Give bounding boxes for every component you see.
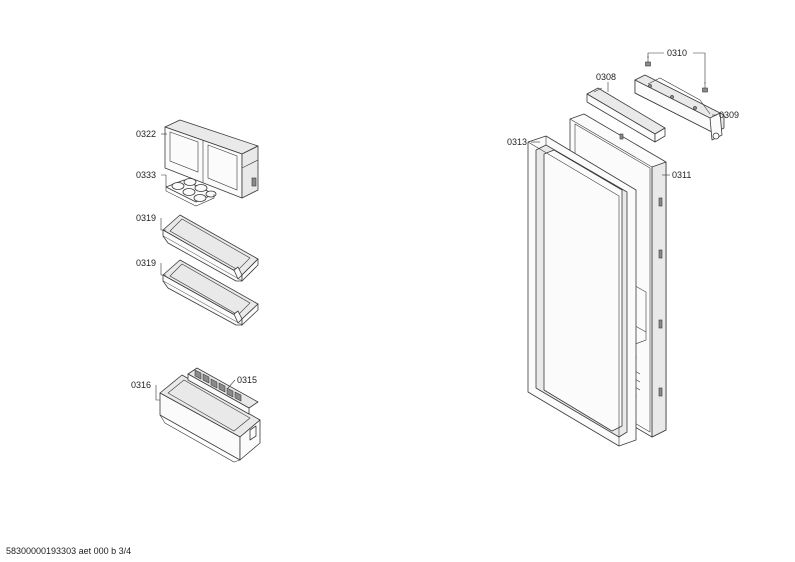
- callout-label-0319-lower: 0319: [136, 258, 156, 268]
- callout-label-0319-upper: 0319: [136, 213, 156, 223]
- part-door-gasket[interactable]: [527, 135, 637, 447]
- callout-0311: 0311: [662, 170, 691, 180]
- callout-0308: 0308: [596, 72, 616, 92]
- callout-0313: 0313: [507, 137, 540, 147]
- part-dairy-compartment[interactable]: [164, 119, 259, 199]
- part-door-top-cover[interactable]: [586, 87, 666, 143]
- callout-0310: 0310: [647, 48, 706, 84]
- callout-label-0308: 0308: [596, 72, 616, 82]
- callout-label-0316: 0316: [131, 380, 151, 390]
- callout-0319-upper: 0319: [136, 213, 166, 231]
- part-hinge-bracket[interactable]: [634, 74, 725, 141]
- callout-0309: 0309: [712, 110, 739, 120]
- callout-label-0315: 0315: [237, 375, 257, 385]
- callout-0319-lower: 0319: [136, 258, 166, 276]
- callout-0322: 0322: [136, 129, 167, 139]
- callout-label-0311: 0311: [672, 170, 691, 180]
- callout-label-0313: 0313: [507, 137, 527, 147]
- callout-label-0309: 0309: [719, 110, 739, 120]
- callout-0316: 0316: [131, 380, 160, 401]
- part-bottle-retainer[interactable]: [187, 367, 259, 415]
- callout-label-0310: 0310: [667, 48, 687, 58]
- callout-label-0322: 0322: [136, 129, 156, 139]
- part-door-shelf-lower[interactable]: [162, 259, 259, 326]
- callout-0315: 0315: [227, 375, 257, 389]
- part-bottle-shelf[interactable]: [159, 374, 261, 463]
- part-door-shelf-upper[interactable]: [162, 214, 259, 282]
- part-egg-tray[interactable]: [165, 178, 217, 207]
- callout-0333: 0333: [136, 170, 167, 187]
- document-code: 58300000193303 aet 000 b 3/4: [6, 546, 132, 556]
- callout-label-0333: 0333: [136, 170, 156, 180]
